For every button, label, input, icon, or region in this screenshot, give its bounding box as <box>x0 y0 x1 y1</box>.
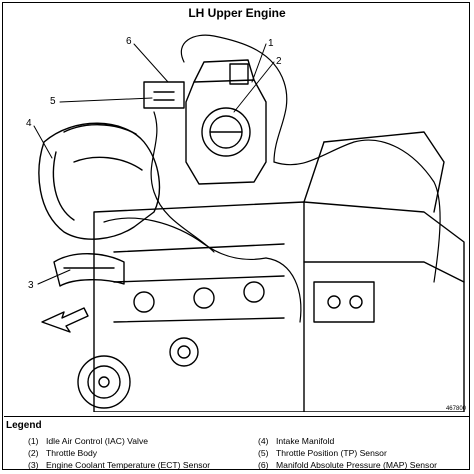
legend-item-label: Intake Manifold <box>276 436 335 446</box>
engine-illustration: 1 2 3 4 5 6 <box>26 34 465 412</box>
legend-item-label: Throttle Position (TP) Sensor <box>276 448 387 458</box>
callout-3: 3 <box>28 280 34 291</box>
intake-manifold-shape <box>38 122 161 240</box>
legend-item-number: (2) <box>28 448 39 458</box>
legend-title: Legend <box>6 420 42 431</box>
legend-item-number: (6) <box>258 460 269 470</box>
legend-item-number: (4) <box>258 436 269 446</box>
wiring-harness-shape <box>103 34 441 323</box>
legend-item: (1) Idle Air Control (IAC) Valve <box>28 436 148 446</box>
callout-4: 4 <box>26 118 32 129</box>
diagram-frame <box>2 2 470 470</box>
coolant-outlet-shape <box>53 253 125 287</box>
legend-item-number: (1) <box>28 436 39 446</box>
legend-divider <box>4 416 470 417</box>
legend-item-number: (5) <box>258 448 269 458</box>
legend-item: (2) Throttle Body <box>28 448 97 458</box>
diagram-title: LH Upper Engine <box>188 6 286 20</box>
legend-item: (6) Manifold Absolute Pressure (MAP) Sens… <box>258 460 437 470</box>
callout-2: 2 <box>276 56 282 67</box>
legend-item-label: Idle Air Control (IAC) Valve <box>46 436 149 446</box>
callout-1: 1 <box>268 38 274 49</box>
legend-item-number: (3) <box>28 460 39 470</box>
legend-item: (4) Intake Manifold <box>258 436 334 446</box>
legend-item-label: Manifold Absolute Pressure (MAP) Sensor <box>276 460 437 470</box>
legend-item: (3) Engine Coolant Temperature (ECT) Sens… <box>28 460 210 470</box>
callout-5: 5 <box>50 96 56 107</box>
throttle-body-shape <box>143 59 267 185</box>
legend-item-label: Throttle Body <box>46 448 98 458</box>
callout-leaders <box>33 43 275 285</box>
engine-block-shape <box>93 131 465 412</box>
legend-item-label: Engine Coolant Temperature (ECT) Sensor <box>46 460 211 470</box>
pulley-shape <box>77 355 131 409</box>
legend-item: (5) Throttle Position (TP) Sensor <box>258 448 387 458</box>
callout-6: 6 <box>126 36 132 47</box>
figure-code: 467800 <box>445 406 466 412</box>
front-arrow-icon <box>41 307 89 333</box>
